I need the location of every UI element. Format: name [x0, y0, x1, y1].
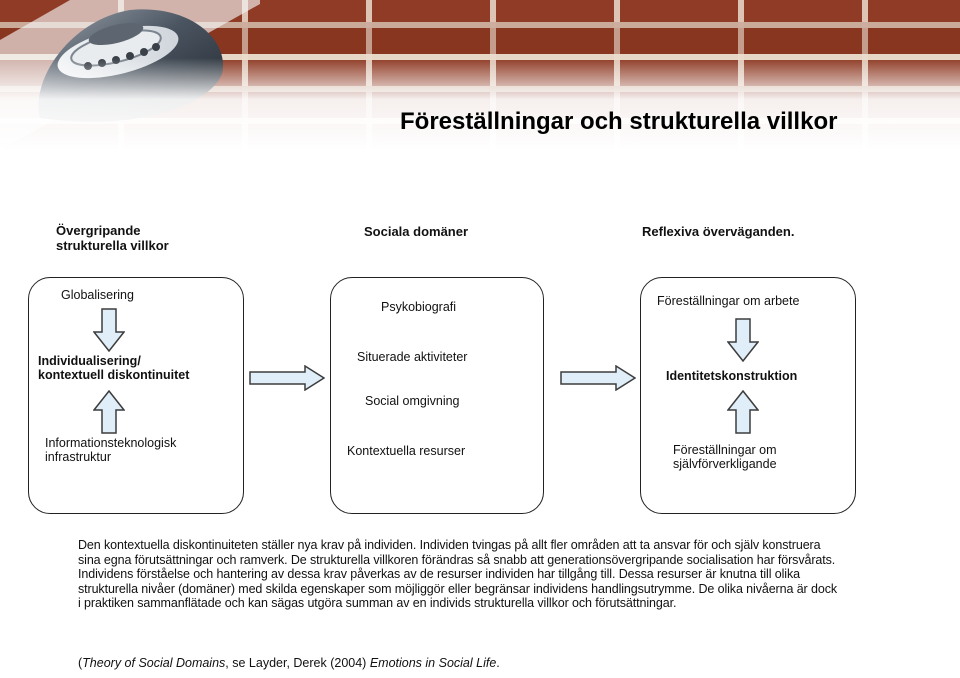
description-paragraph: Den kontextuella diskontinuiteten ställe…	[78, 538, 837, 611]
label-line: Individualisering/	[38, 354, 141, 368]
label-identity-construction: Identitetskonstruktion	[666, 369, 798, 383]
label-self-realization: Föreställningar om självförverkligande	[673, 443, 777, 471]
label-line: infrastruktur	[45, 450, 111, 464]
ref-book-title: Emotions in Social Life	[369, 656, 497, 670]
domain-item: Psykobiografi	[381, 300, 457, 314]
box-reflexive-considerations: Föreställningar om arbete Identitetskons…	[640, 277, 856, 514]
heading-line: Reflexiva överväganden.	[642, 224, 795, 239]
ref-close: .	[496, 656, 500, 670]
header-banner: Föreställningar och strukturella villkor	[0, 0, 960, 150]
banner-fade	[0, 58, 960, 150]
arrow-down-icon	[727, 318, 759, 362]
label-line: kontextuell diskontinuitet	[38, 368, 190, 382]
reference-citation: (Theory of Social Domains, se Layder, De…	[78, 656, 838, 671]
heading-line: Sociala domäner	[364, 224, 469, 239]
page-title: Föreställningar och strukturella villkor	[400, 108, 838, 135]
heading-line: strukturella villkor	[56, 238, 169, 253]
box-social-domains: Psykobiografi Situerade aktiviteter Soci…	[330, 277, 544, 514]
domain-item: Social omgivning	[365, 394, 460, 408]
arrow-up-icon	[93, 390, 125, 434]
label-line: självförverkligande	[673, 457, 777, 471]
ref-theory-title: Theory of Social Domains	[82, 656, 226, 670]
label-line: Informationsteknologisk	[45, 436, 177, 450]
domain-item: Situerade aktiviteter	[357, 350, 468, 364]
heading-structural-conditions: Övergripande strukturella villkor	[56, 223, 169, 253]
arrow-right-icon	[560, 365, 636, 391]
label-individualization: Individualisering/ kontextuell diskontin…	[38, 354, 189, 382]
label-globalization: Globalisering	[61, 288, 134, 302]
box-structural-conditions: Globalisering Individualisering/ kontext…	[28, 277, 244, 514]
domain-item: Kontextuella resurser	[347, 444, 466, 458]
label-it-infrastructure: Informationsteknologisk infrastruktur	[45, 436, 176, 464]
arrow-down-icon	[93, 308, 125, 352]
label-line: Föreställningar om	[673, 443, 777, 457]
label-notions-of-work: Föreställningar om arbete	[657, 294, 800, 308]
arrow-up-icon	[727, 390, 759, 434]
arrow-right-icon	[249, 365, 325, 391]
ref-author: , se Layder, Derek (2004)	[225, 656, 370, 670]
heading-social-domains: Sociala domäner	[364, 224, 468, 239]
heading-reflexive-considerations: Reflexiva överväganden.	[642, 224, 794, 239]
ref-open: (	[78, 656, 83, 670]
heading-line: Övergripande	[56, 223, 141, 238]
